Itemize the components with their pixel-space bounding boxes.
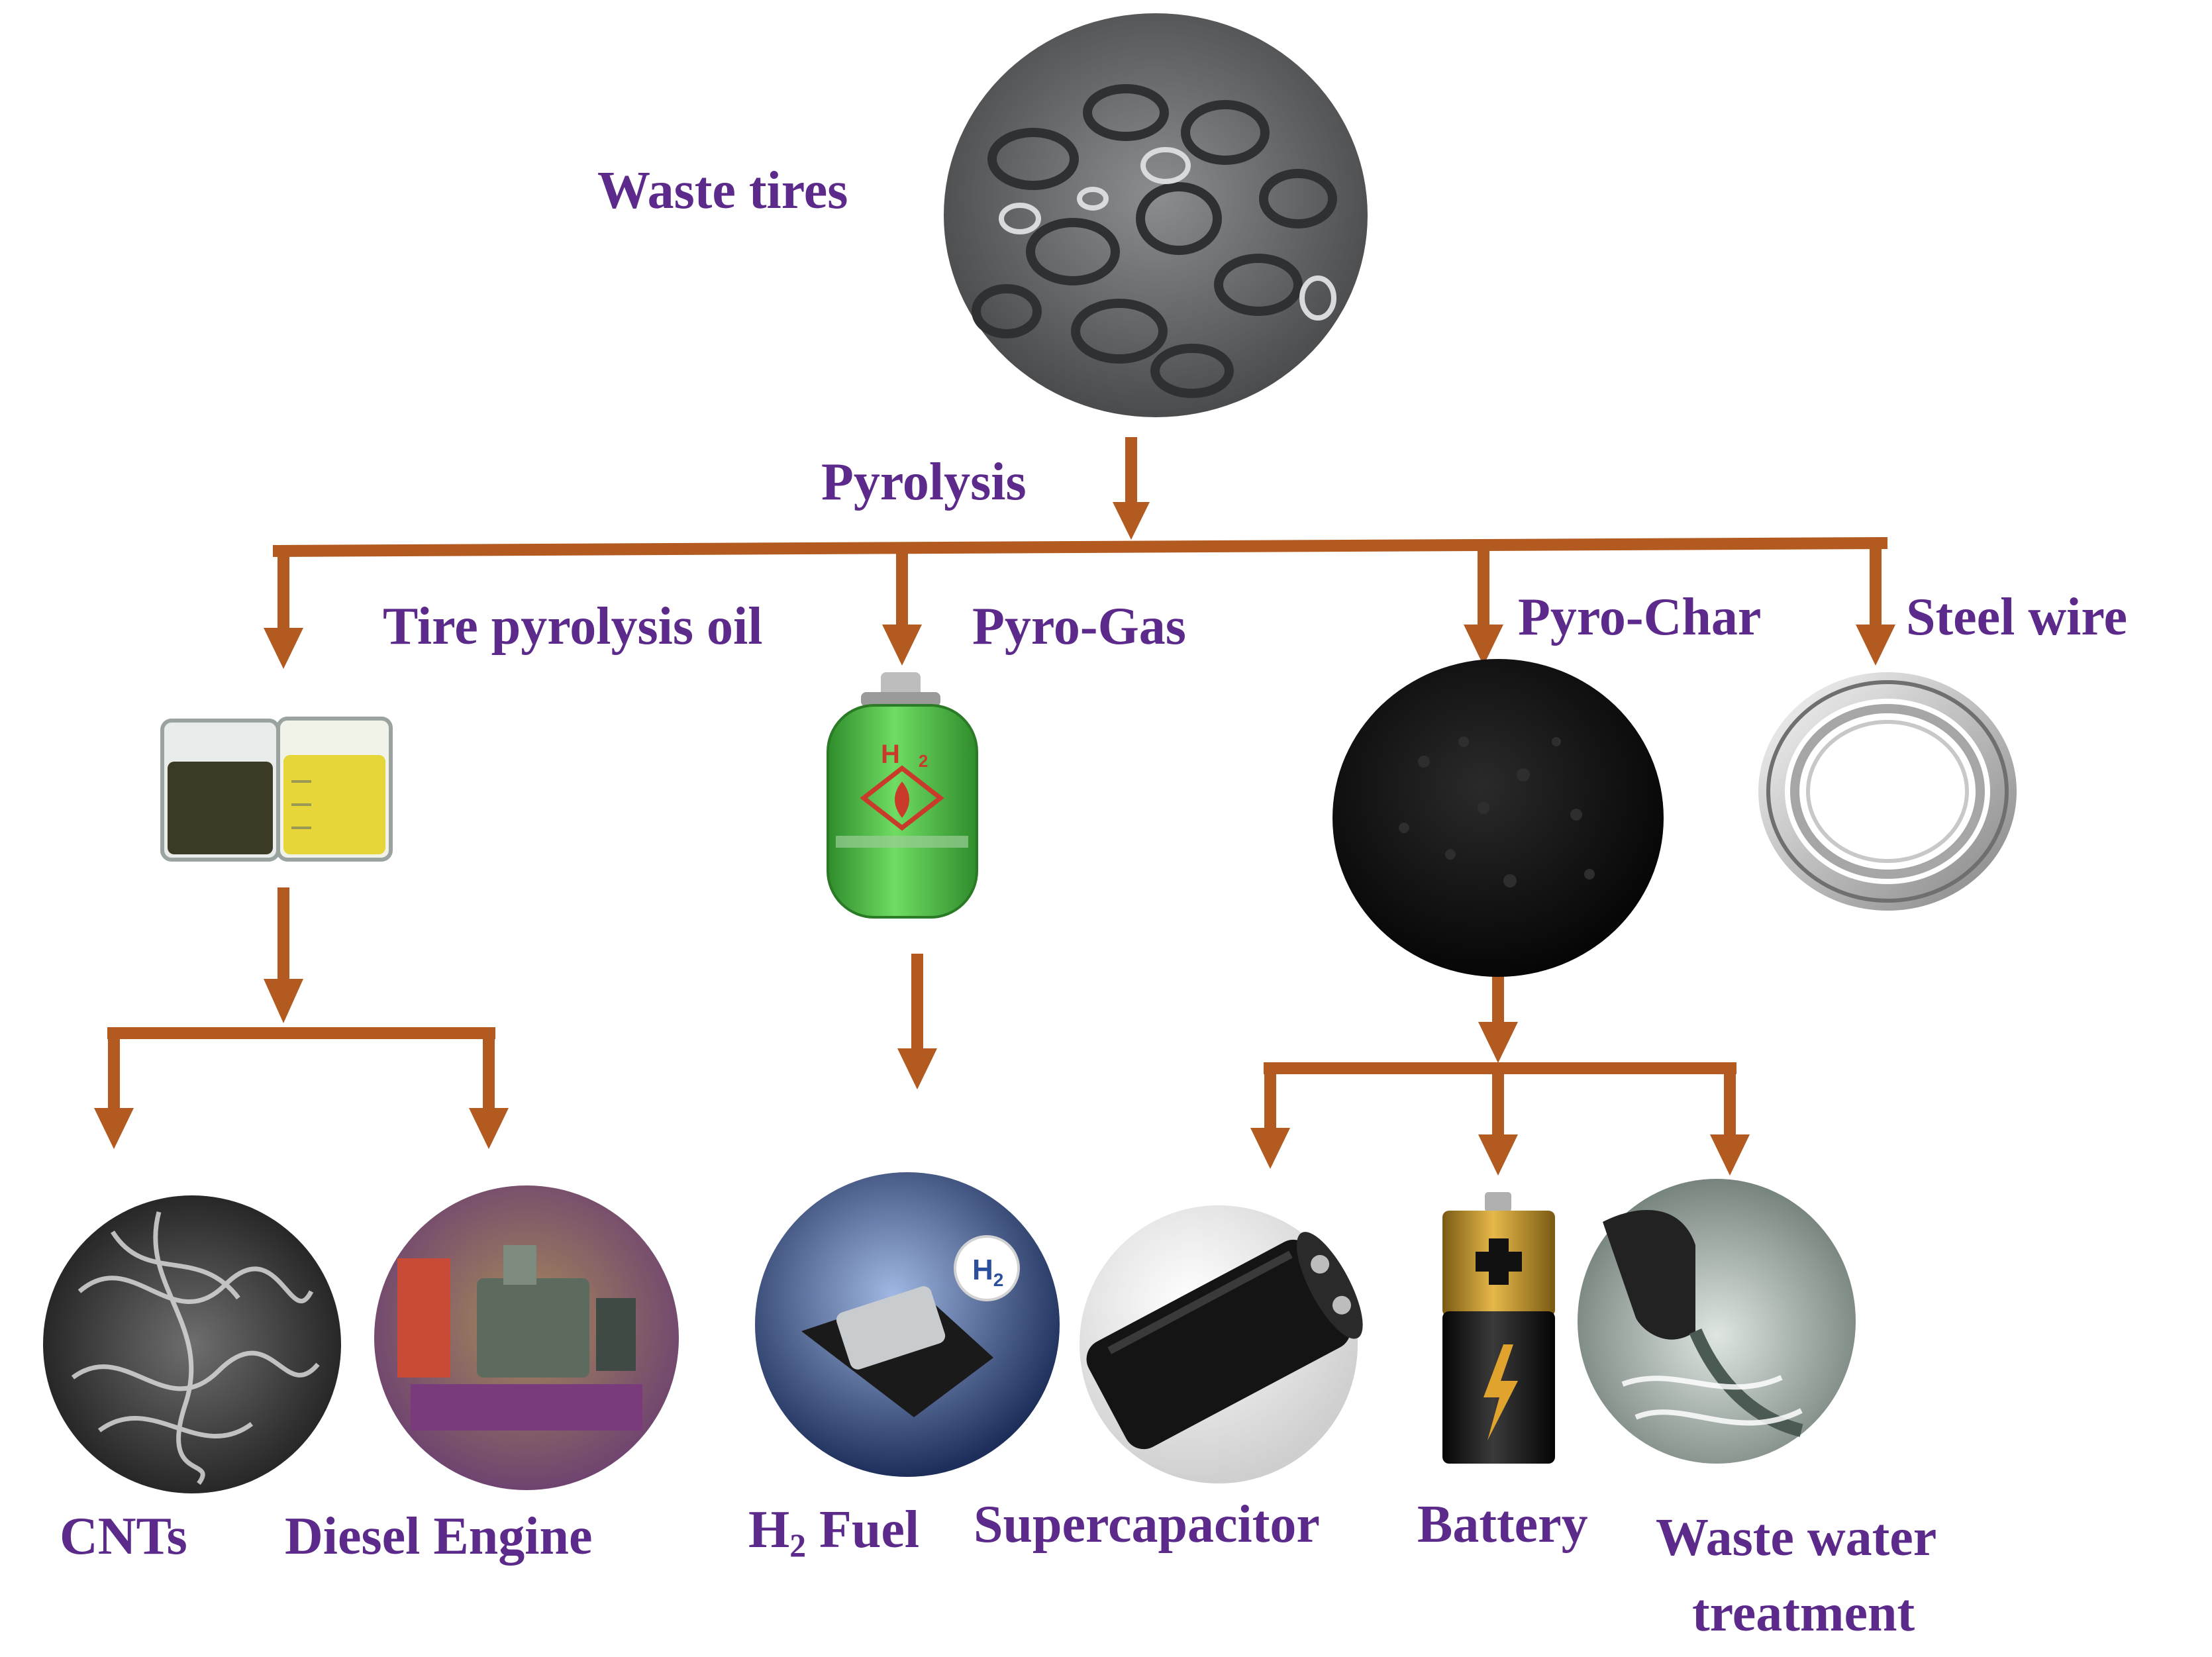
label-h2-fuel-suffix: Fuel (806, 1501, 920, 1559)
nozzle-badge-symbol: H2 (972, 1254, 1003, 1290)
arrowheads (94, 502, 1895, 1176)
diesel-engine-image (374, 1185, 679, 1490)
connector-network (107, 437, 1888, 1136)
label-cnts: CNTs (60, 1507, 187, 1566)
oil-stem-arrowhead (264, 979, 303, 1023)
supercap-arrowhead (1250, 1128, 1290, 1169)
supercapacitor-image (1080, 1205, 1363, 1483)
label-steel-wire: Steel wire (1906, 588, 2127, 646)
battery-arrowhead (1478, 1134, 1518, 1176)
cnt-arrowhead (94, 1108, 134, 1149)
label-pyrolysis: Pyrolysis (821, 453, 1027, 511)
label-waste-tires: Waste tires (597, 162, 848, 220)
label-tire-pyrolysis-oil: Tire pyrolysis oil (383, 597, 763, 656)
label-pyro-char: Pyro-Char (1518, 588, 1762, 646)
label-pyro-gas: Pyro-Gas (972, 597, 1186, 656)
gas-arrowhead (882, 625, 922, 666)
label-h2-fuel: H2 Fuel (748, 1501, 920, 1562)
char-arrowhead (1464, 625, 1503, 666)
steel-wire-image (1758, 672, 2017, 911)
wastewater-arrowhead (1710, 1134, 1750, 1176)
diesel-arrowhead (469, 1108, 509, 1149)
label-supercapacitor: Supercapacitor (974, 1495, 1320, 1554)
label-diesel-engine: Diesel Engine (285, 1507, 593, 1566)
oil-arrowhead (264, 628, 303, 669)
hydrogen-cylinder-image (827, 672, 978, 919)
steel-arrowhead (1856, 625, 1895, 666)
wastewater-image (1578, 1179, 1856, 1464)
label-battery: Battery (1417, 1495, 1588, 1554)
pyrolysis-oil-image (160, 717, 393, 862)
label-h2-fuel-prefix: H (748, 1501, 790, 1559)
battery-image (1442, 1192, 1555, 1464)
label-waste-water-line1: Waste water (1656, 1509, 1937, 1567)
pyro-char-image (1332, 659, 1664, 977)
h2-fuel-image (755, 1172, 1060, 1477)
cnts-image (43, 1195, 341, 1493)
pyrolysis-arrowhead (1113, 502, 1150, 540)
char-stem-arrowhead (1478, 1022, 1518, 1063)
main-branch-bar (272, 537, 1888, 557)
label-waste-water-line2: treatment (1692, 1584, 1915, 1642)
label-h2-fuel-subscript: 2 (789, 1527, 807, 1564)
waste-tires-image (944, 13, 1368, 417)
gas-stem-arrowhead (897, 1048, 937, 1089)
